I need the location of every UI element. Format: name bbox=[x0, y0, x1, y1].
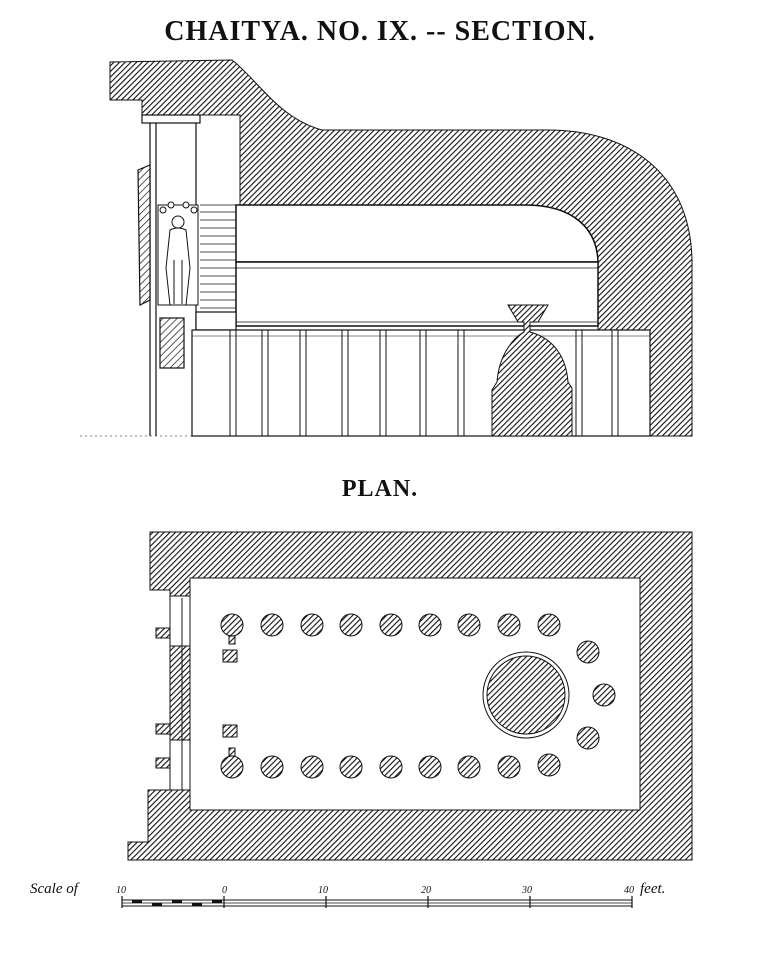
plan-rock-mass bbox=[127, 531, 693, 861]
octagonal-pillar bbox=[418, 613, 442, 637]
scale-label: Scale of bbox=[30, 881, 80, 897]
section-drawing bbox=[80, 59, 693, 437]
octagonal-pillar bbox=[260, 755, 284, 779]
scale-unit: feet. bbox=[640, 881, 665, 897]
vault-upper bbox=[235, 204, 599, 263]
scale-tick-label: 10 bbox=[116, 885, 126, 896]
scale-tick-label: 20 bbox=[421, 885, 431, 896]
vault-lower-band bbox=[235, 261, 599, 327]
octagonal-pillar bbox=[220, 613, 244, 637]
octagonal-pillar bbox=[379, 613, 403, 637]
plan-pillars bbox=[220, 613, 616, 779]
plan-drawing bbox=[127, 531, 693, 861]
plan-title: PLAN. bbox=[341, 476, 419, 502]
stupa bbox=[491, 304, 573, 437]
octagonal-pillar bbox=[339, 613, 363, 637]
scale-tick-label: 30 bbox=[521, 885, 532, 896]
octagonal-pillar bbox=[537, 753, 561, 777]
octagonal-pillar bbox=[576, 640, 600, 664]
section-title: CHAITYA. NO. IX. -- SECTION. bbox=[164, 16, 596, 47]
octagonal-pillar bbox=[497, 613, 521, 637]
octagonal-pillar bbox=[537, 613, 561, 637]
octagonal-pillar bbox=[457, 755, 481, 779]
buddha-figure bbox=[157, 201, 199, 306]
plan-facade bbox=[155, 595, 191, 791]
scale-tick-label: 10 bbox=[318, 885, 328, 896]
octagonal-pillar bbox=[457, 613, 481, 637]
octagonal-pillar bbox=[592, 683, 616, 707]
scale-tick-label: 0 bbox=[222, 885, 227, 896]
octagonal-pillar bbox=[497, 755, 521, 779]
octagonal-pillar bbox=[418, 755, 442, 779]
octagonal-pillar bbox=[576, 726, 600, 750]
octagonal-pillar bbox=[260, 613, 284, 637]
scale-tick-label: 40 bbox=[624, 885, 634, 896]
colonnade-shafts bbox=[192, 330, 650, 436]
octagonal-pillar bbox=[220, 755, 244, 779]
octagonal-pillar bbox=[300, 613, 324, 637]
octagonal-pillar bbox=[300, 755, 324, 779]
octagonal-pillar bbox=[339, 755, 363, 779]
octagonal-pillar bbox=[379, 755, 403, 779]
plan-stupa bbox=[482, 651, 570, 739]
colonnade-base bbox=[191, 329, 651, 437]
scale-bar: Scale of 10 0 10 20 30 40 feet. bbox=[30, 881, 665, 908]
